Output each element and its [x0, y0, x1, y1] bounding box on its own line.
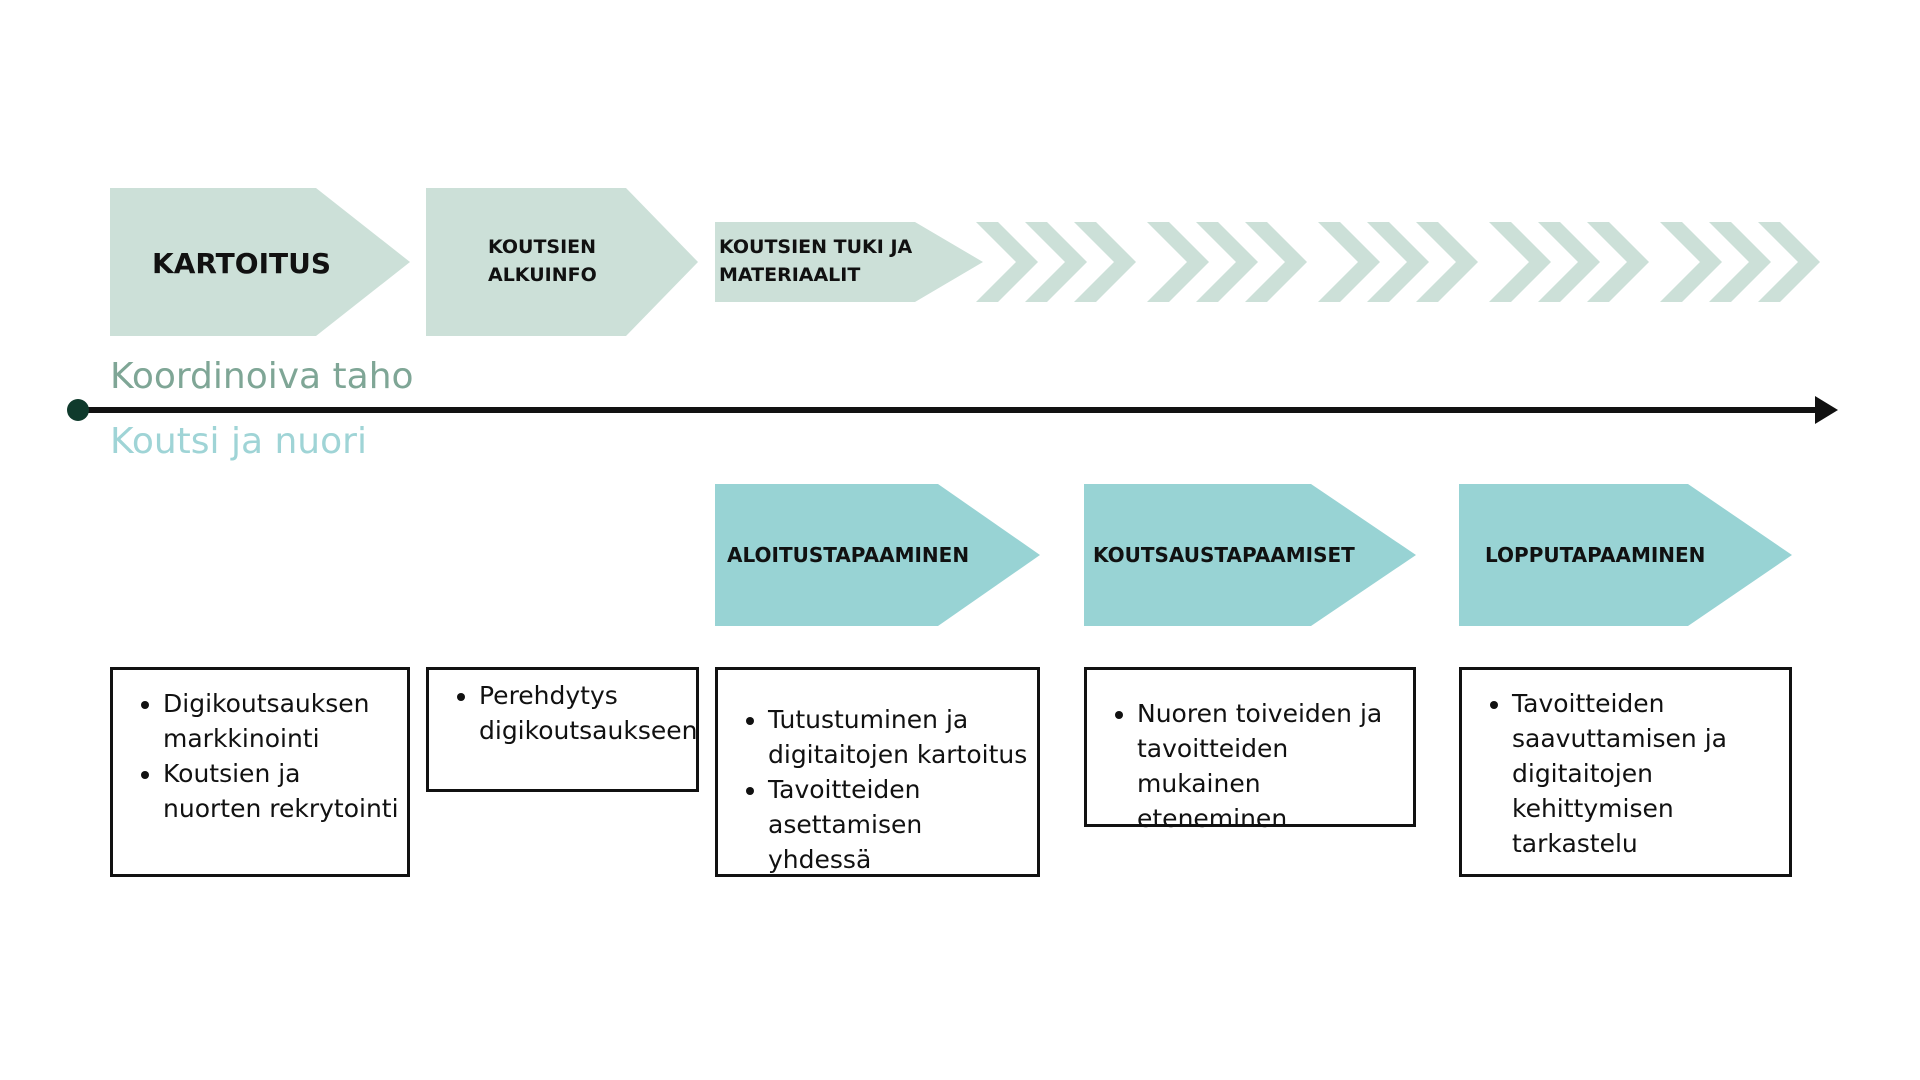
timeline-arrowhead [1815, 396, 1838, 424]
bullet-list: Tavoitteiden saavuttamisen ja digitaitoj… [1462, 686, 1783, 861]
list-item: Nuoren toiveiden ja tavoitteiden mukaine… [1137, 696, 1409, 836]
list-item: Tutustuminen ja digitaitojen kartoitus [768, 702, 1031, 772]
lane-label-coordinator: Koordinoiva taho [110, 356, 414, 397]
stage-arrow-lopputapaaminen [1459, 484, 1792, 626]
bullet-list: Tutustuminen ja digitaitojen kartoitus T… [718, 702, 1031, 877]
timeline-start-dot [67, 399, 89, 421]
chevron-icon [1758, 222, 1820, 302]
chevron-icon [1587, 222, 1649, 302]
info-box-alkuinfo: Perehdytys digikoutsaukseen [426, 667, 699, 792]
list-item: Tavoitteiden asettamisen yhdessä [768, 772, 1031, 877]
stage-label-line: KOUTSIEN [488, 236, 597, 258]
stage-label-koutsien-alkuinfo: KOUTSIEN ALKUINFO [488, 234, 597, 289]
stage-label-line: ALKUINFO [488, 263, 597, 286]
stage-arrow-kartoitus [110, 188, 410, 336]
continuation-chevrons [976, 222, 1820, 302]
list-item: Perehdytys digikoutsaukseen [479, 678, 697, 748]
chevron-icon [1074, 222, 1136, 302]
stage-arrow-koutsaustapaamiset [1084, 484, 1416, 626]
stage-arrow-koutsien-tuki [715, 222, 983, 302]
bullet-list: Nuoren toiveiden ja tavoitteiden mukaine… [1087, 696, 1409, 836]
info-box-lopputapaaminen: Tavoitteiden saavuttamisen ja digitaitoj… [1459, 667, 1792, 877]
stage-label-line: KOUTSIEN TUKI JA [719, 236, 913, 258]
stage-label-line: MATERIAALIT [719, 263, 861, 286]
chevron-icon [1318, 222, 1380, 302]
stage-arrow-koutsien-alkuinfo [426, 188, 698, 336]
chevron-icon [1147, 222, 1209, 302]
chevron-icon [1025, 222, 1087, 302]
stage-label-kartoitus: KARTOITUS [152, 247, 331, 280]
info-box-koutsaustapaamiset: Nuoren toiveiden ja tavoitteiden mukaine… [1084, 667, 1416, 833]
list-item: Digikoutsauksen markkinointi [163, 686, 401, 756]
lane-label-coach-youth: Koutsi ja nuori [110, 421, 367, 462]
chevron-icon [1196, 222, 1258, 302]
bullet-list: Perehdytys digikoutsaukseen [429, 678, 697, 748]
bullet-list: Digikoutsauksen markkinointi Koutsien ja… [113, 686, 401, 826]
chevron-icon [1416, 222, 1478, 302]
stage-label-aloitustapaaminen: ALOITUSTAPAAMINEN [727, 543, 970, 567]
chevron-icon [976, 222, 1038, 302]
chevron-icon [1709, 222, 1771, 302]
chevron-icon [1367, 222, 1429, 302]
list-item: Tavoitteiden saavuttamisen ja digitaitoj… [1512, 686, 1783, 861]
stage-label-lopputapaaminen: LOPPUTAPAAMINEN [1485, 543, 1706, 567]
chevron-icon [1245, 222, 1307, 302]
info-box-aloitustapaaminen: Tutustuminen ja digitaitojen kartoitus T… [715, 667, 1040, 877]
list-item: Koutsien ja nuorten rekrytointi [163, 756, 401, 826]
stage-arrow-aloitustapaaminen [715, 484, 1040, 626]
chevron-icon [1538, 222, 1600, 302]
stage-label-koutsien-tuki: KOUTSIEN TUKI JA MATERIAALIT [719, 234, 912, 289]
chevron-icon [1489, 222, 1551, 302]
chevron-icon [1660, 222, 1722, 302]
info-box-kartoitus: Digikoutsauksen markkinointi Koutsien ja… [110, 667, 410, 877]
stage-label-koutsaustapaamiset: KOUTSAUSTAPAAMISET [1093, 543, 1355, 567]
